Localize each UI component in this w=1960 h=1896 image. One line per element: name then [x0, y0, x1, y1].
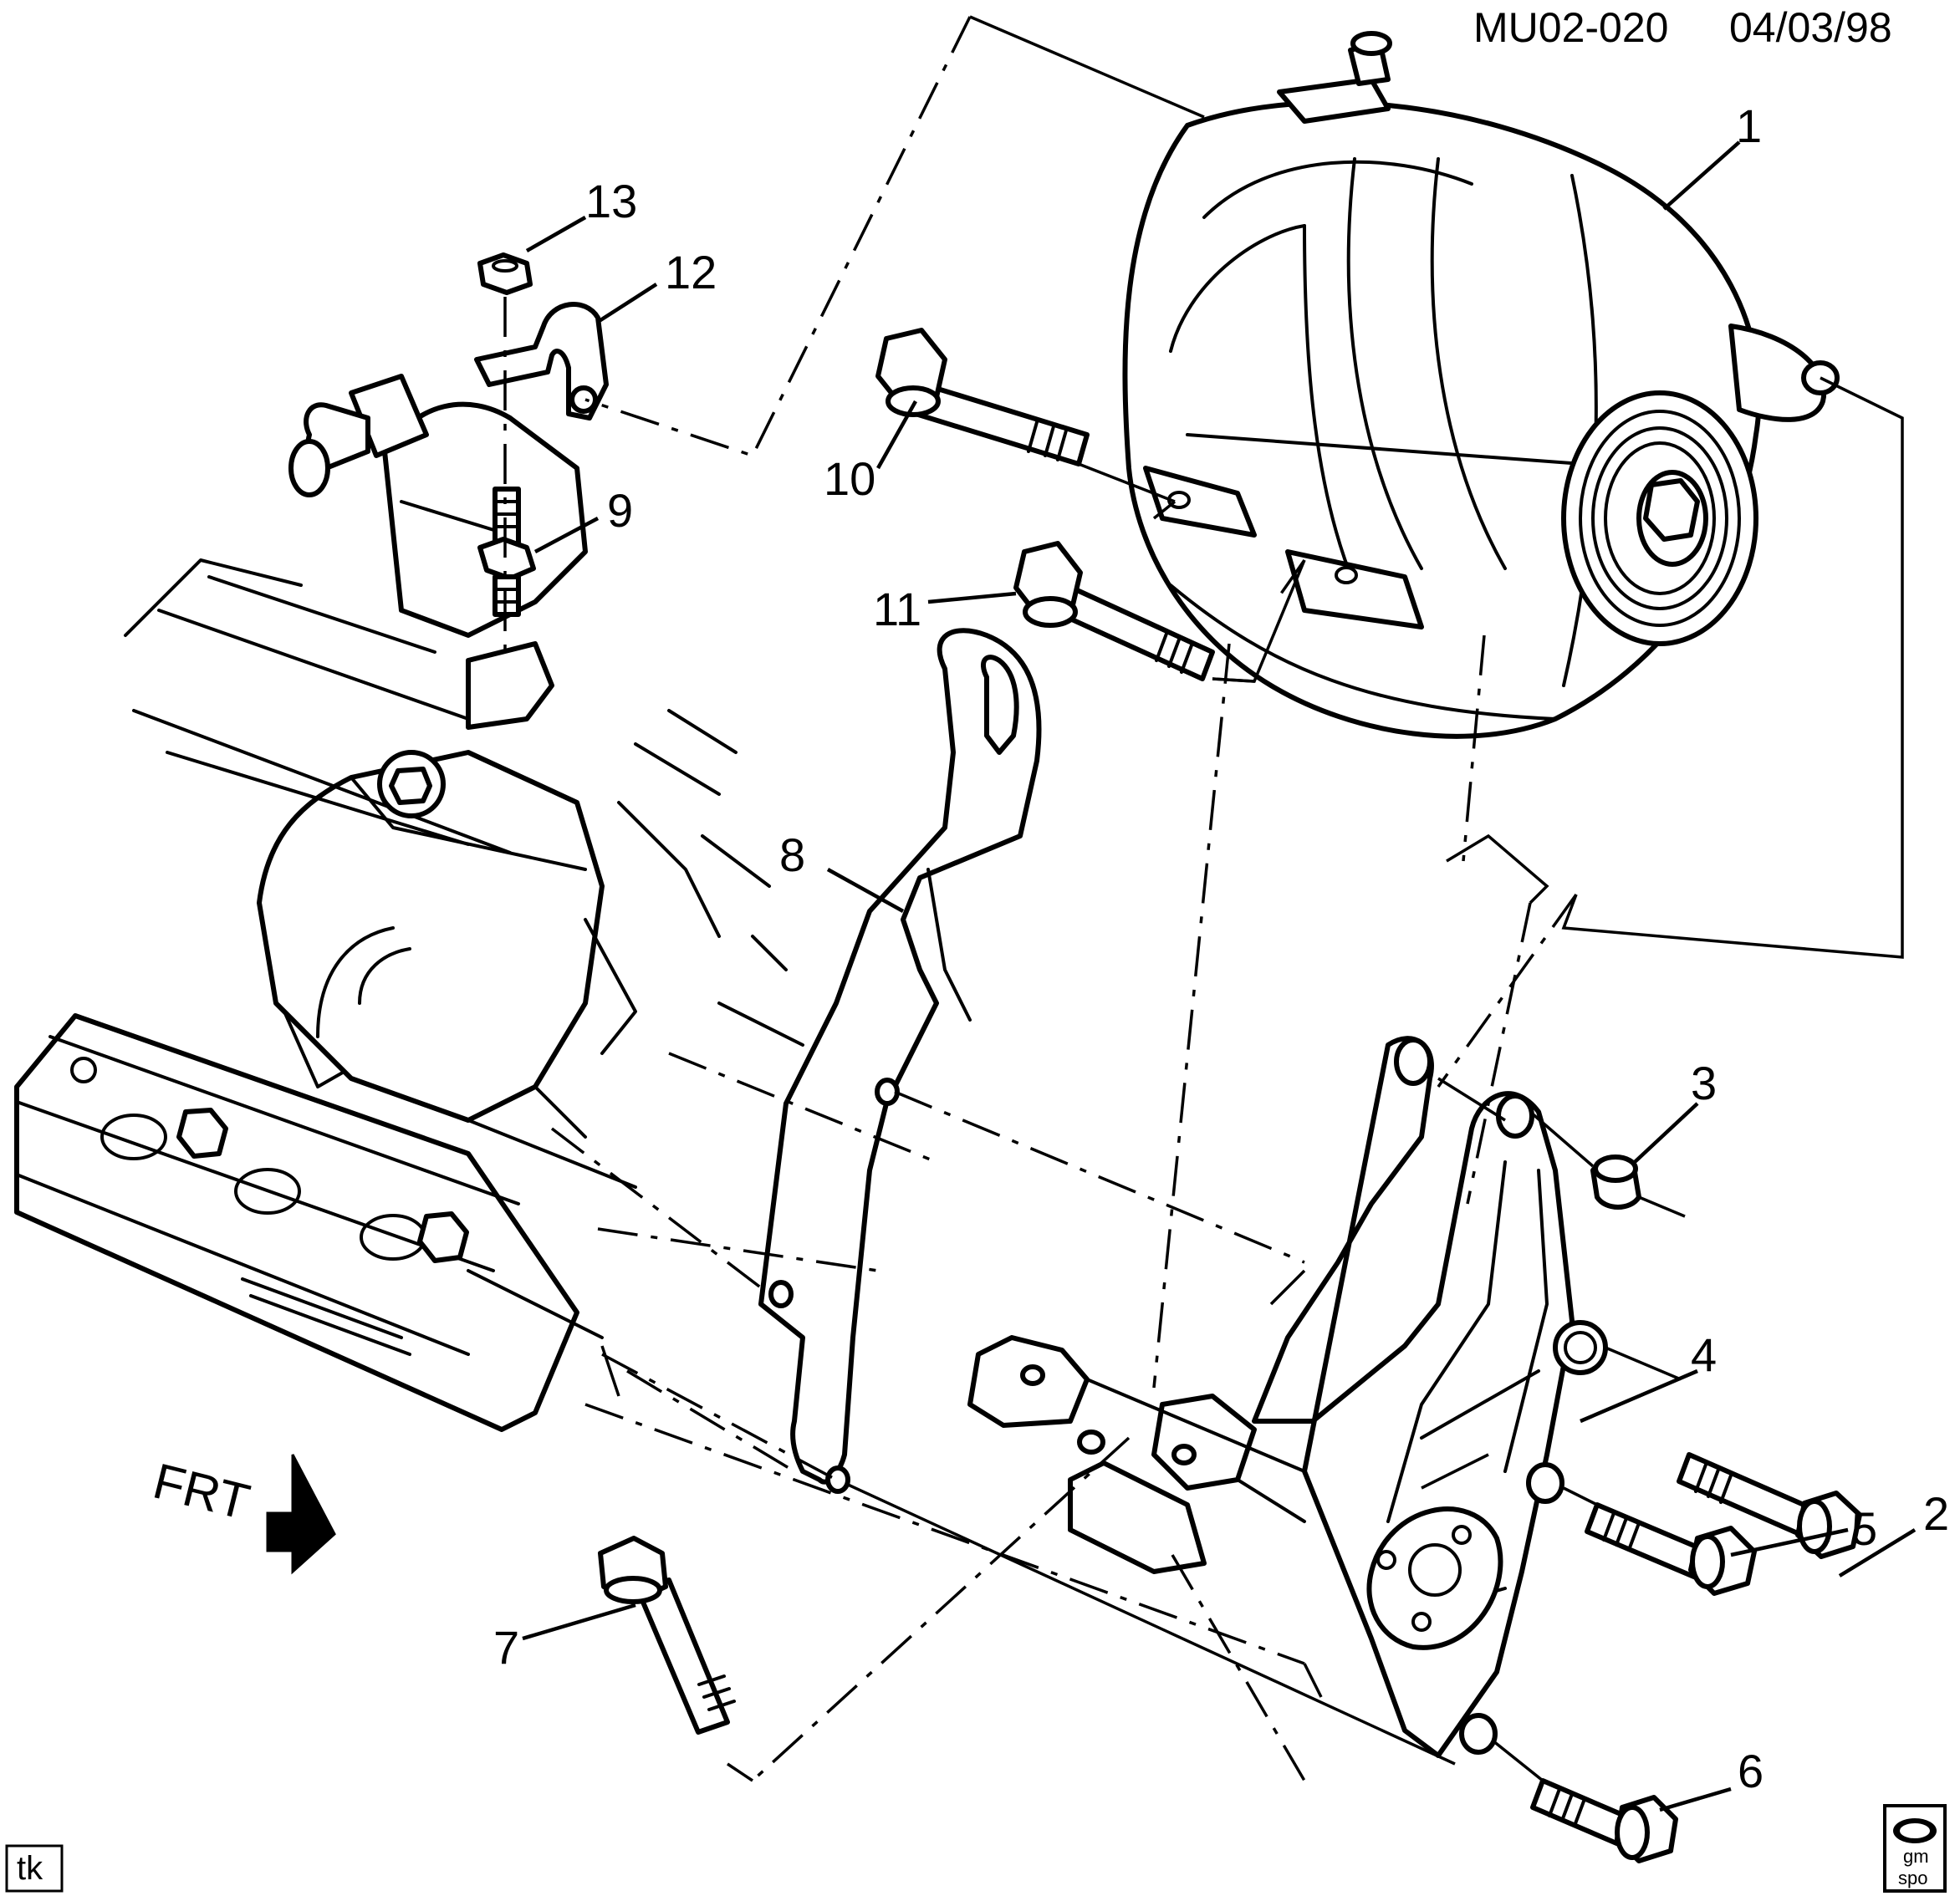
- gm-spo-logo: gm spo: [1883, 1804, 1947, 1893]
- head-bolt-right: [417, 1211, 469, 1263]
- initials-box: tk: [5, 1844, 64, 1893]
- initials-text: tk: [17, 1850, 43, 1887]
- callout-7: 7: [493, 1621, 519, 1674]
- callout-10: 10: [824, 452, 875, 505]
- bolt-2: [1677, 1452, 1862, 1559]
- manifold-stud-block: [466, 641, 554, 730]
- callout-1: 1: [1736, 99, 1762, 152]
- callout-3: 3: [1691, 1057, 1717, 1109]
- logo-line-2: spo: [1898, 1868, 1927, 1888]
- alternator: [1122, 31, 1840, 739]
- bolt-11: [1013, 541, 1215, 681]
- callout-4: 4: [1691, 1328, 1717, 1381]
- callout-8: 8: [779, 828, 805, 881]
- callout-12: 12: [665, 246, 717, 298]
- bolt-6: [1530, 1778, 1678, 1863]
- engine-assembly: [14, 374, 804, 1432]
- alternator-lower-ear-left: [1143, 466, 1257, 538]
- alternator-lower-ear-right: [1285, 549, 1424, 629]
- drawing-date: 04/03/98: [1729, 4, 1892, 51]
- callout-13: 13: [585, 175, 637, 227]
- alternator-bracket: [967, 1036, 1608, 1758]
- alternator-terminal-bracket: [1277, 77, 1391, 124]
- frt-label: FRT: [148, 1453, 255, 1531]
- callout-5: 5: [1851, 1502, 1877, 1555]
- bolt-5: [1585, 1502, 1757, 1596]
- clip-12: [474, 302, 609, 420]
- callout-leaders: [522, 140, 1917, 1812]
- callout-11: 11: [873, 583, 921, 635]
- bolt-10: [875, 328, 1090, 466]
- drawing-id: MU02-020: [1473, 4, 1668, 51]
- callout-2: 2: [1923, 1487, 1949, 1540]
- bolt-7: [598, 1536, 736, 1735]
- callout-6: 6: [1738, 1745, 1763, 1797]
- assembly-lines: [503, 15, 1904, 1782]
- logo-line-1: gm: [1903, 1846, 1929, 1867]
- brace-bracket: [758, 628, 1042, 1494]
- stud-9: [477, 487, 536, 617]
- spacer-3: [1590, 1154, 1641, 1210]
- alternator-rear-ear: [1728, 324, 1827, 422]
- front-direction-indicator: FRT: [148, 1453, 336, 1575]
- front-arrow-icon: [266, 1454, 336, 1575]
- head-bolt-left: [176, 1108, 228, 1159]
- nut-13: [477, 252, 533, 295]
- callout-9: 9: [607, 484, 633, 537]
